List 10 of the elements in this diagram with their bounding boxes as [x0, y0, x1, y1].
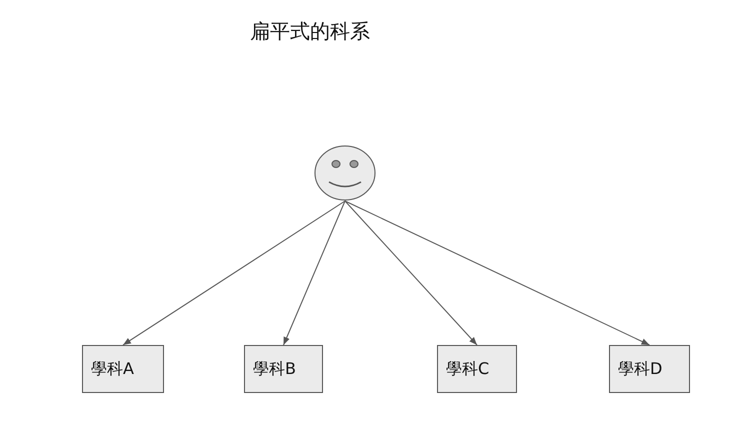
arrow — [283, 200, 346, 346]
subject-box: 學科A — [82, 345, 164, 393]
arrow — [344, 200, 650, 346]
arrow — [344, 200, 478, 346]
arrow — [122, 200, 346, 346]
subject-box: 學科D — [609, 345, 690, 393]
smiley-face-icon — [314, 145, 376, 201]
subject-box: 學科B — [244, 345, 323, 393]
title: 扁平式的科系 — [250, 18, 370, 45]
subject-box: 學科C — [437, 345, 517, 393]
